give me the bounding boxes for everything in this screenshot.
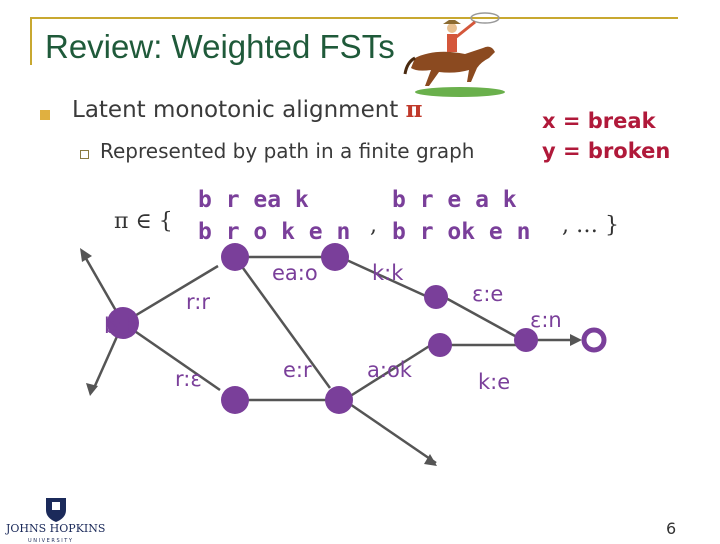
- logo-line1: JOHNS HOPKINS: [5, 522, 105, 535]
- arc-label-r-eps: r:ε: [175, 367, 202, 391]
- alignment1-top: b r ea k: [198, 187, 309, 213]
- ellipsis-close: , … }: [562, 213, 619, 238]
- alignment1-bottom: b r o k e n: [198, 219, 350, 245]
- state-node: [428, 333, 452, 357]
- final-state-node: [584, 330, 604, 350]
- logo-line2: U N I V E R S I T Y: [28, 538, 108, 544]
- university-logo: JOHNS HOPKINS U N I V E R S I T Y: [4, 496, 108, 544]
- state-node: [424, 285, 448, 309]
- comma-separator: ,: [370, 213, 377, 238]
- arc-label-k-k: k:k: [372, 261, 404, 285]
- arc-label-k-e: k:e: [478, 370, 510, 394]
- alignment2-top: b r e a k: [392, 187, 517, 213]
- arrowhead: [570, 334, 582, 346]
- pi-element-of: π ∈ {: [114, 209, 173, 234]
- slide-number: 6: [666, 519, 676, 538]
- arc-label-a-ok: a:ok: [367, 358, 413, 382]
- state-node: [221, 386, 249, 414]
- arc-label-eps-e: ε:e: [472, 282, 503, 306]
- alignment2-bottom: b r ok e n: [392, 219, 530, 245]
- shield-icon: JOHNS HOPKINS: [4, 496, 108, 536]
- state-node: [325, 386, 353, 414]
- arc-label-b-b: b:b: [104, 314, 138, 338]
- arc-label-r-r: r:r: [186, 290, 210, 314]
- arc-label-e-r: e:r: [283, 358, 312, 382]
- edge-line: [344, 400, 436, 463]
- state-node: [321, 243, 349, 271]
- arc-label-ea-o: ea:o: [272, 261, 318, 285]
- state-node: [221, 243, 249, 271]
- arc-label-eps-n: ε:n: [530, 308, 562, 332]
